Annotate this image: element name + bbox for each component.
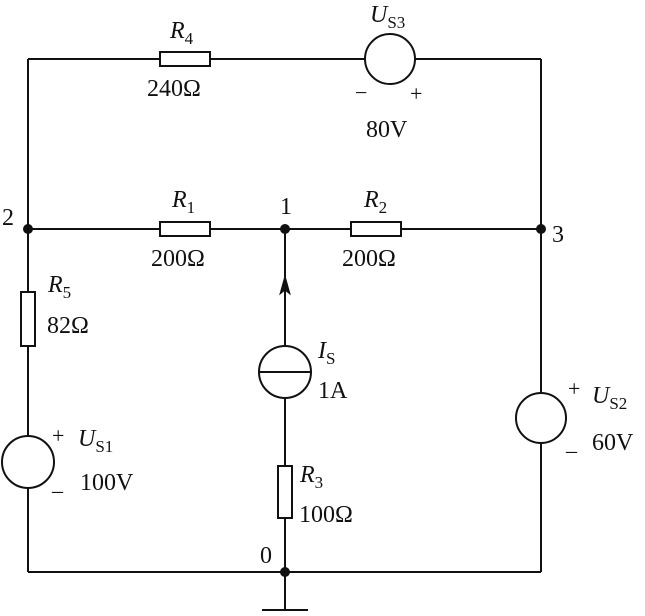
current-arrow-icon xyxy=(279,274,291,296)
r1-value: 200Ω xyxy=(151,246,205,272)
us3-plus: + xyxy=(410,81,422,106)
us3-name: US3 xyxy=(370,2,405,32)
resistor-r2-icon xyxy=(350,221,402,237)
is-value: 1A xyxy=(318,378,348,404)
r5-name: R5 xyxy=(47,272,71,302)
node-label-2: 2 xyxy=(2,205,14,231)
resistor-r1-icon xyxy=(159,221,211,237)
voltage-source-us2-icon xyxy=(515,392,567,444)
r3-name: R3 xyxy=(299,462,323,492)
us1-plus: + xyxy=(52,423,64,448)
us2-value: 60V xyxy=(592,430,634,456)
r3-value: 100Ω xyxy=(299,502,353,528)
voltage-source-us1-icon xyxy=(1,435,55,489)
us2-minus: _ xyxy=(565,430,578,455)
us2-plus: + xyxy=(568,376,580,401)
us2-name: US2 xyxy=(592,383,627,413)
r4-value: 240Ω xyxy=(147,76,201,102)
is-name: IS xyxy=(317,338,335,368)
voltage-source-us3-icon xyxy=(364,33,416,85)
wires xyxy=(27,58,542,610)
resistor-r5-icon xyxy=(20,291,36,347)
node-dot-2 xyxy=(23,224,33,234)
us1-name: US1 xyxy=(78,426,113,456)
node-label-3: 3 xyxy=(552,222,564,248)
us1-minus: _ xyxy=(51,470,64,495)
us3-minus: − xyxy=(355,80,367,105)
node-dot-1 xyxy=(280,224,290,234)
node-dot-3 xyxy=(536,224,546,234)
r5-value: 82Ω xyxy=(47,313,89,339)
current-source-is-icon xyxy=(258,345,312,399)
r2-value: 200Ω xyxy=(342,246,396,272)
r2-name: R2 xyxy=(363,187,387,217)
r4-name: R4 xyxy=(169,18,194,48)
resistor-r3-icon xyxy=(277,465,293,519)
us3-value: 80V xyxy=(366,117,408,143)
node-label-1: 1 xyxy=(280,194,292,220)
us1-value: 100V xyxy=(80,470,134,496)
r1-name: R1 xyxy=(171,187,195,217)
resistor-r4-icon xyxy=(159,51,211,67)
node-dot-0 xyxy=(280,567,290,577)
node-label-0: 0 xyxy=(260,543,272,569)
